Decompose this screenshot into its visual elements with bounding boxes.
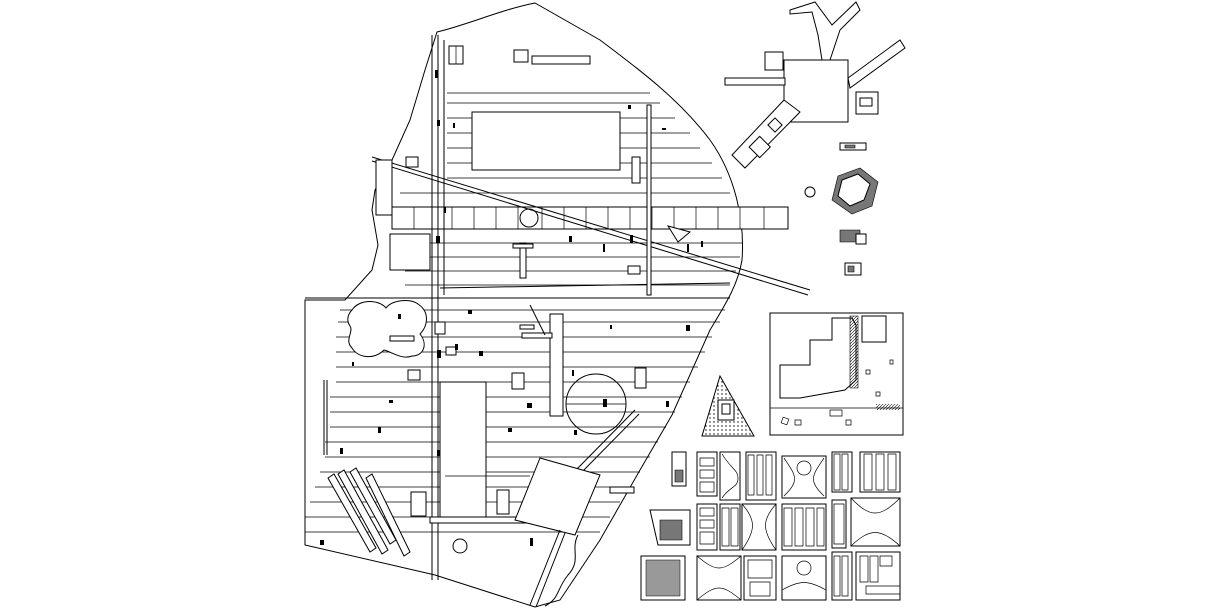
upper-plaza-block [472,112,620,170]
airport-style-building [725,2,905,168]
left-block [390,234,430,270]
east-west-axis [305,283,730,298]
lower-creek [545,535,578,606]
lower-tall-block [440,382,486,520]
lower-ticks [320,310,690,546]
main-site-plan [305,3,810,607]
square-band [392,207,788,229]
lower-diagonals [515,305,639,607]
pond [348,301,427,358]
urban-block-grid [641,452,900,600]
sw-diagonal-slabs [328,468,410,556]
triangle-block-detail [702,376,754,436]
site-detail-plan [770,313,903,435]
triangle-marker [668,226,690,242]
diagonal-road [372,157,810,295]
upper-district-outline [305,3,743,607]
upper-ticks [435,70,703,252]
small-detail-drawings [805,143,878,275]
